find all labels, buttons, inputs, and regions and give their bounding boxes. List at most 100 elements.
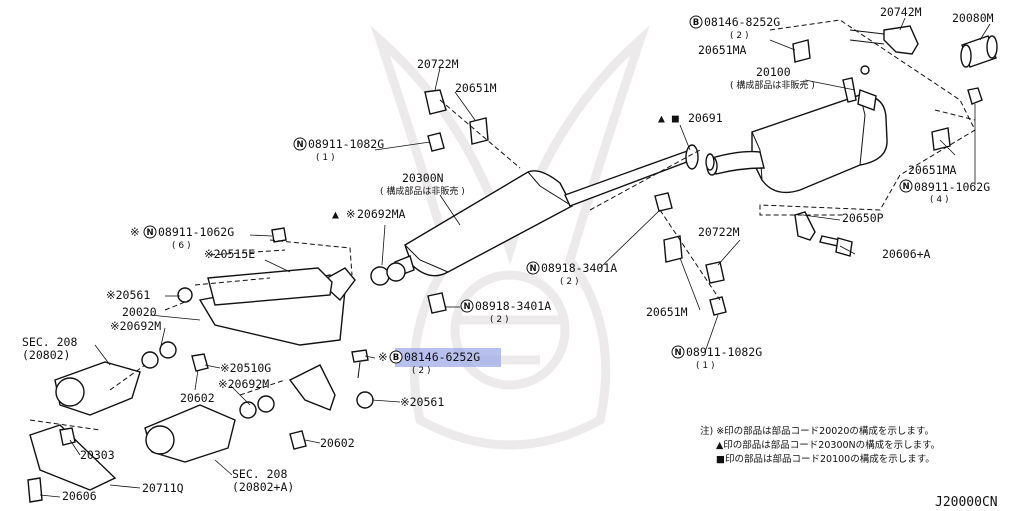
nut-08911-1062G-right[interactable] xyxy=(967,87,983,105)
b-circle-icon xyxy=(389,350,403,364)
hanger-20650P[interactable] xyxy=(794,211,816,241)
nut-08911-1082G-low[interactable] xyxy=(709,296,727,316)
label-08911-1082G-top[interactable]: 08911-1082G xyxy=(308,137,384,151)
gasket-20691[interactable] xyxy=(705,153,715,171)
bolt-20606[interactable] xyxy=(27,477,43,503)
main-muffler[interactable] xyxy=(706,94,888,194)
nut-20303[interactable] xyxy=(59,427,76,446)
hanger-20722M-mid[interactable] xyxy=(705,261,725,284)
label-20711Q[interactable]: 20711Q xyxy=(142,481,184,495)
label-20691[interactable]: 20691 xyxy=(688,111,723,125)
label-08146-6252G[interactable]: 08146-6252G xyxy=(404,350,480,364)
callout-labels: 20742M 20080M B 08146-8252G ( 2 ) 20651M… xyxy=(22,5,994,503)
label-20080M[interactable]: 20080M xyxy=(952,11,994,25)
label-20722M-mid[interactable]: 20722M xyxy=(698,225,740,239)
label-20303[interactable]: 20303 xyxy=(80,448,115,462)
legend-notes: 注) ※印の部品は部品コード20020の構成を示します。 ▲印の部品は部品コード… xyxy=(700,425,940,465)
note-line-2: ▲印の部品は部品コード20300Nの構成を示します。 xyxy=(716,439,940,451)
label-20651MA-right[interactable]: 20651MA xyxy=(908,163,957,177)
nut-20602-top[interactable] xyxy=(191,353,209,372)
clamp-20561-low[interactable] xyxy=(356,391,374,409)
n-circle-icon xyxy=(143,225,157,239)
heat-insulator-20515E[interactable] xyxy=(207,267,333,306)
label-20742M[interactable]: 20742M xyxy=(880,5,922,19)
rubber-mount-20651M-top[interactable] xyxy=(469,117,489,145)
label-20651MA-top[interactable]: 20651MA xyxy=(698,43,747,57)
qty-08918-3401A-low: ( 2 ) xyxy=(490,315,508,325)
n-circle-icon xyxy=(899,179,913,193)
bolt-20606A[interactable] xyxy=(819,235,853,257)
gasket-20692MA[interactable] xyxy=(370,262,406,286)
label-sec208-top-sub: (20802) xyxy=(22,348,70,362)
gasket-20692M-low[interactable] xyxy=(239,395,275,419)
star-08911-left: ※ xyxy=(130,225,140,239)
n-circle-icon xyxy=(526,261,540,275)
tail-pipe-finisher[interactable] xyxy=(960,35,998,68)
label-20606[interactable]: 20606 xyxy=(62,489,97,503)
clamp-20561-top[interactable] xyxy=(177,287,193,303)
qty-08918-3401A-mid: ( 2 ) xyxy=(560,277,578,287)
label-20100[interactable]: 20100 xyxy=(756,65,791,79)
label-20510G[interactable]: ※20510G xyxy=(220,361,271,375)
label-20602-top[interactable]: 20602 xyxy=(180,391,215,405)
star-08146-6252G: ※ xyxy=(378,350,388,364)
rubber-mount-20651MA-right[interactable] xyxy=(931,127,951,151)
note-20300N: ( 構成部品は非販売 ) xyxy=(380,185,465,197)
label-20651M-top[interactable]: 20651M xyxy=(455,81,497,95)
bolt-08146-6252G[interactable] xyxy=(351,349,369,379)
label-08918-3401A-mid[interactable]: 08918-3401A xyxy=(541,261,617,275)
b-letter: B xyxy=(393,353,399,363)
label-08146-8252G[interactable]: 08146-8252G xyxy=(704,15,780,29)
qty-08911-1062G-left: ( 6 ) xyxy=(172,241,190,251)
n-letter: N xyxy=(674,348,681,358)
mark-20692MA: ▲ ※ xyxy=(332,207,355,221)
label-20650P[interactable]: 20650P xyxy=(842,211,884,225)
hanger-20722M-top[interactable] xyxy=(424,89,447,115)
stay-20711Q[interactable] xyxy=(29,424,117,491)
diagram-code: J20000CN xyxy=(935,495,998,510)
label-20692MA[interactable]: 20692MA xyxy=(357,207,406,221)
label-20692M-top[interactable]: ※20692M xyxy=(110,319,161,333)
muffler-hanger-top[interactable] xyxy=(842,77,877,111)
label-sec208-top[interactable]: SEC. 208 xyxy=(22,335,77,349)
label-08911-1062G-left[interactable]: 08911-1062G xyxy=(158,225,234,239)
label-08911-1062G-right[interactable]: 08911-1062G xyxy=(914,180,990,194)
label-20651M-low[interactable]: 20651M xyxy=(646,305,688,319)
nut-08918-3401A-mid[interactable] xyxy=(654,192,673,212)
n-circle-icon xyxy=(460,299,474,313)
label-20020[interactable]: 20020 xyxy=(122,305,157,319)
leader-lines xyxy=(39,17,991,498)
rubber-mount-20651MA-top[interactable] xyxy=(792,39,870,75)
note-line-1: 注) ※印の部品は部品コード20020の構成を示します。 xyxy=(700,425,934,437)
nut-20602-low[interactable] xyxy=(289,430,307,450)
catalytic-converter-upper[interactable] xyxy=(54,361,141,416)
label-sec208-low[interactable]: SEC. 208 xyxy=(232,467,287,481)
mark-20691: ▲ ■ xyxy=(658,111,679,125)
center-pipe-resonator[interactable] xyxy=(394,144,699,277)
bracket-20742M[interactable] xyxy=(849,25,919,55)
note-line-3: ■印の部品は部品コード20100の構成を示します。 xyxy=(716,453,935,465)
catalytic-converter-lower[interactable] xyxy=(144,404,236,463)
rubber-mount-20651M-low[interactable] xyxy=(663,235,683,263)
gasket-20692M-top[interactable] xyxy=(141,341,177,369)
label-20722M-top[interactable]: 20722M xyxy=(417,57,459,71)
label-20561-top[interactable]: ※20561 xyxy=(106,288,150,302)
label-20602-low[interactable]: 20602 xyxy=(320,436,355,450)
group-outlines xyxy=(29,19,976,431)
label-20300N[interactable]: 20300N xyxy=(402,171,444,185)
n-letter: N xyxy=(463,302,470,312)
label-20606A[interactable]: 20606+A xyxy=(882,247,931,261)
nut-08918-3401A-low[interactable] xyxy=(427,292,447,314)
label-20561-low[interactable]: ※20561 xyxy=(400,395,444,409)
label-08911-1082G-low[interactable]: 08911-1082G xyxy=(686,345,762,359)
nut-08911-1082G-top[interactable] xyxy=(427,132,445,152)
label-08918-3401A-low[interactable]: 08918-3401A xyxy=(475,299,551,313)
n-circle-icon xyxy=(671,345,685,359)
label-20515E[interactable]: ※20515E xyxy=(204,247,255,261)
label-20692M-low[interactable]: ※20692M xyxy=(218,377,269,391)
nut-08911-1062G-left[interactable] xyxy=(271,227,287,243)
qty-08911-1082G-top: ( 1 ) xyxy=(316,153,334,163)
highlighted-part-box xyxy=(395,348,501,367)
n-letter: N xyxy=(529,264,536,274)
